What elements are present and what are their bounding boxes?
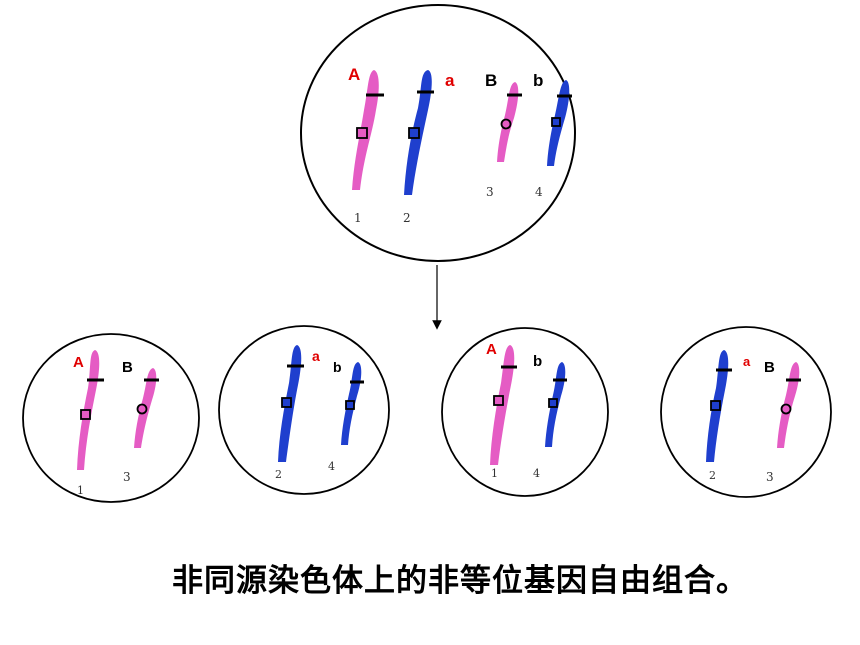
gene-label: b [333,359,342,375]
daughter-cell-1: A B 1 3 [22,333,200,503]
chromosome-3 [497,82,522,162]
gene-label: a [445,71,455,90]
gene-label: A [348,65,360,84]
chromosome-number: 1 [354,211,362,225]
chromosome-number: 1 [491,467,498,480]
gene-label: b [533,353,542,370]
chromosome-number: 4 [328,460,335,473]
cell-membrane [441,327,609,497]
chromosome-number: 3 [766,470,774,484]
chromosome-number: 2 [709,469,716,482]
chromosome-number: 2 [403,211,411,225]
chromosome-number: 4 [535,185,543,199]
parent-cell-membrane [300,4,576,262]
chromosome-number: 3 [486,185,494,199]
gene-label: A [486,341,497,358]
gene-label: B [122,359,133,376]
chromosome-4 [547,80,572,166]
daughter-cell-3: A b 1 4 [441,327,609,497]
cell-membrane [218,325,390,495]
chromosome-number: 2 [275,468,282,481]
daughter-cell-2: a b 2 4 [218,325,390,495]
gene-label: a [312,348,320,364]
chromosome-2 [404,70,434,195]
gene-label: a [743,354,751,369]
chromosome-number: 1 [77,484,84,497]
parent-cell: A a B b 1 2 3 4 [300,4,576,262]
chromosome-number: 3 [123,470,131,484]
daughter-cell-4: a B 2 3 [660,326,832,498]
gene-label: A [73,354,84,371]
gene-label: B [485,71,497,90]
gene-label: B [764,359,775,376]
cell-membrane [660,326,832,498]
caption: 非同源染色体上的非等位基因自由组合。 [172,563,748,599]
cell-membrane [22,333,200,503]
chromosome-number: 4 [533,467,540,480]
gene-label: b [533,71,543,90]
chromosome-1 [352,70,384,190]
